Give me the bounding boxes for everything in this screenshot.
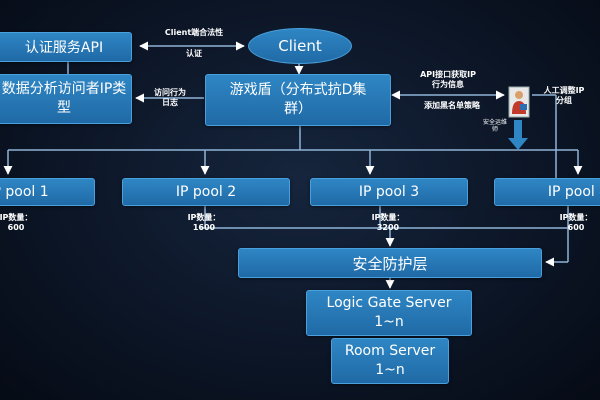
logic-gate-server-box: Logic Gate Server 1~n (306, 290, 472, 336)
ip-pool-4-count-label: IP数量： (559, 213, 593, 222)
ip-pool-1-count: IP数量： 600 (0, 213, 46, 233)
client-auth-note-2: 认证 (148, 49, 240, 59)
logic-gate-server-line2: 1~n (374, 314, 404, 330)
ip-pool-3-count-label: IP数量： (371, 213, 405, 222)
ip-pool-2-count-value: 1600 (192, 223, 216, 232)
ip-pool-2-count: IP数量： 1600 (174, 213, 234, 233)
client-auth-note-line2: 认证 (186, 49, 202, 58)
access-log-note-line2: 日志 (162, 98, 178, 107)
ip-pool-3-count: IP数量： 3200 (358, 213, 418, 233)
ip-pool-1-count-value: 600 (7, 223, 25, 232)
ip-pool-3-count-value: 3200 (376, 223, 400, 232)
game-shield-line1: 游戏盾（分布式抗D集 (229, 82, 367, 98)
client-auth-note: Client端合法性 (148, 28, 240, 38)
ip-pool-4-count-value: 600 (567, 223, 585, 232)
security-admin-note-line2: 师 (491, 126, 498, 133)
client-auth-note-line1: Client端合法性 (164, 28, 224, 37)
access-log-note-line1: 访问行为 (154, 88, 186, 97)
auth-service-api-label: 认证服务API (24, 40, 104, 56)
security-layer-box: 安全防护层 (238, 248, 542, 278)
blacklist-note: 添加黑名单策略 (400, 101, 504, 111)
access-log-note: 访问行为 日志 (140, 88, 200, 108)
api-info-note-line2: 行为信息 (432, 80, 464, 89)
room-server-line1: Room Server (344, 343, 436, 359)
manual-adjust-note-line2: 分组 (556, 96, 572, 105)
room-server-line2: 1~n (375, 362, 405, 378)
auth-service-api-box: 认证服务API (0, 32, 132, 62)
ip-pool-1-box: IP pool 1 (0, 178, 95, 206)
thick-down-arrow (508, 120, 528, 150)
manual-adjust-note-line1: 人工调整IP (543, 86, 585, 95)
ip-analysis-line2: 型 (57, 100, 71, 116)
ip-analysis-box: 数据分析访问者IP类 型 (0, 74, 132, 124)
game-shield-line2: 群） (284, 101, 312, 117)
ip-pool-3-box: IP pool 3 (310, 178, 468, 206)
security-admin-icon (508, 86, 530, 118)
ip-pool-4-label: IP pool 4 (547, 184, 600, 200)
client-node: Client (248, 28, 352, 64)
security-admin-note-line1: 安全运维 (482, 119, 507, 126)
ip-pool-2-label: IP pool 2 (175, 184, 237, 200)
security-admin-note: 安全运维 师 (482, 119, 508, 133)
ip-pool-1-count-label: IP数量： (0, 213, 33, 222)
client-label: Client (278, 37, 322, 55)
api-info-note: API接口获取IP 行为信息 (400, 70, 496, 90)
ip-pool-2-box: IP pool 2 (122, 178, 290, 206)
ip-pool-4-box: IP pool 4 (494, 178, 600, 206)
ip-pool-2-count-label: IP数量： (187, 213, 221, 222)
blacklist-note-label: 添加黑名单策略 (424, 101, 480, 110)
ip-analysis-line1: 数据分析访问者IP类 (1, 81, 127, 97)
ip-pool-3-label: IP pool 3 (358, 184, 420, 200)
security-layer-label: 安全防护层 (352, 254, 428, 273)
manual-adjust-note: 人工调整IP 分组 (532, 86, 596, 106)
api-info-note-line1: API接口获取IP (420, 70, 476, 79)
game-shield-box: 游戏盾（分布式抗D集 群） (205, 74, 391, 126)
ip-pool-4-count: IP数量： 600 (546, 213, 600, 233)
room-server-box: Room Server 1~n (331, 338, 449, 384)
logic-gate-server-line1: Logic Gate Server (326, 295, 452, 311)
ip-pool-1-label: IP pool 1 (0, 184, 49, 200)
